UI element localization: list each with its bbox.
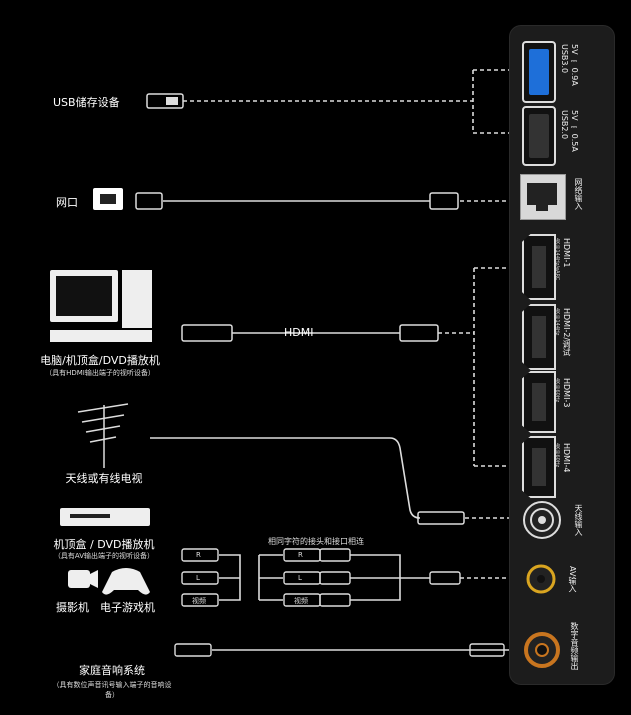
hdmi1-label: HDMI-1 (562, 238, 571, 268)
camcorder-icon (68, 570, 98, 588)
usb-storage-label: USB储存设备 (53, 96, 120, 109)
hdmi2-port[interactable] (522, 304, 556, 370)
antenna-line (150, 437, 421, 519)
settop-av-note: （具有AV输出端子的视听设备） (53, 552, 155, 560)
hdmi-dash (438, 267, 512, 467)
hdmi1-port-inner (532, 246, 546, 288)
hdmi4-sub: 4K@60Hz (554, 443, 560, 468)
hdmi2-port-inner (532, 316, 546, 358)
av-left-bracket (219, 554, 241, 601)
coax-plug-icon (417, 511, 465, 525)
hdmi-cable-label: HDMI (284, 326, 314, 339)
hdmi4-port-inner (532, 448, 546, 486)
computer-label: 电脑/机顶盒/DVD播放机 (40, 354, 160, 367)
usb3-label: USB3.0 (560, 44, 569, 74)
hdmi3-port-inner (532, 383, 546, 421)
computer-icon (50, 270, 152, 342)
usb3-port-inner (529, 49, 549, 95)
av-plug-label-video-2: 视频 (294, 597, 308, 605)
av-right-bracket (258, 554, 283, 601)
antenna-label: 天线或有线电视 (65, 472, 143, 485)
game-console-label: 电子游戏机 (100, 601, 155, 614)
av-input-label: AV输入 (568, 566, 577, 593)
usb3-sub: 5V ⎓ 0.9A (570, 44, 579, 86)
network-label: 网络输入 (574, 178, 583, 210)
usb3-port[interactable] (522, 41, 556, 103)
camcorder-label: 摄影机 (56, 601, 89, 614)
av-plug-label-r: R (196, 551, 201, 559)
usb2-port-inner (529, 114, 549, 158)
hdmi2-label: HDMI-2/调试 (562, 308, 571, 357)
network-port-hole (527, 183, 557, 205)
hdmi-plug-icon (181, 324, 439, 342)
hdmi2-sub: 4K@144Hz (554, 308, 560, 336)
tv-rear-panel: USB3.0 5V ⎓ 0.9A USB2.0 5V ⎓ 0.5A 网络输入 H… (509, 25, 615, 685)
connection-lines (150, 69, 528, 651)
digital-audio-port[interactable] (524, 632, 560, 668)
digital-audio-label: 数字音频输出 (570, 622, 579, 670)
network-port-tab (536, 203, 548, 211)
computer-note: （具有HDMI输出端子的视听设备） (45, 369, 155, 377)
network-plug-icon (135, 192, 459, 210)
av-plug-label-l: L (196, 574, 200, 582)
network-port-icon (93, 188, 123, 210)
game-controller-icon (102, 568, 150, 595)
antenna-port[interactable] (522, 500, 562, 540)
av-plug-label-l-2: L (298, 574, 302, 582)
av-out-line (350, 554, 430, 601)
same-char-note: 相同字符的接头和接口相连 (268, 537, 364, 546)
home-theater-label: 家庭音响系统 (79, 664, 145, 677)
antenna-icon (77, 403, 129, 468)
av-plug-label-video: 视频 (192, 597, 206, 605)
hdmi1-sub: 4K@144Hz/eARC (554, 238, 560, 281)
usb2-port[interactable] (522, 106, 556, 166)
rca-plug-icons (174, 548, 505, 657)
av-port[interactable] (526, 564, 556, 594)
usb2-sub: 5V ⎓ 0.5A (570, 110, 579, 152)
hdmi3-port[interactable] (522, 371, 556, 433)
hdmi4-port[interactable] (522, 436, 556, 498)
hdmi4-label: HDMI-4 (562, 443, 571, 473)
network-port-label: 网口 (56, 196, 78, 209)
usb-line (183, 69, 512, 134)
network-port[interactable] (520, 174, 566, 220)
settop-av-label: 机顶盒 / DVD播放机 (53, 538, 155, 551)
usb-plug-icon (146, 93, 184, 109)
hdmi1-port[interactable] (522, 234, 556, 300)
home-theater-note: （具有数位声音讯号输入端子的音响设备） (52, 681, 172, 699)
settop-box-icon (60, 508, 150, 526)
av-plug-label-r-2: R (298, 551, 303, 559)
antenna-input-label: 天线输入 (574, 504, 583, 536)
hdmi3-label: HDMI-3 (562, 378, 571, 408)
hdmi3-sub: 4K@60Hz (554, 378, 560, 403)
usb2-label: USB2.0 (560, 110, 569, 140)
